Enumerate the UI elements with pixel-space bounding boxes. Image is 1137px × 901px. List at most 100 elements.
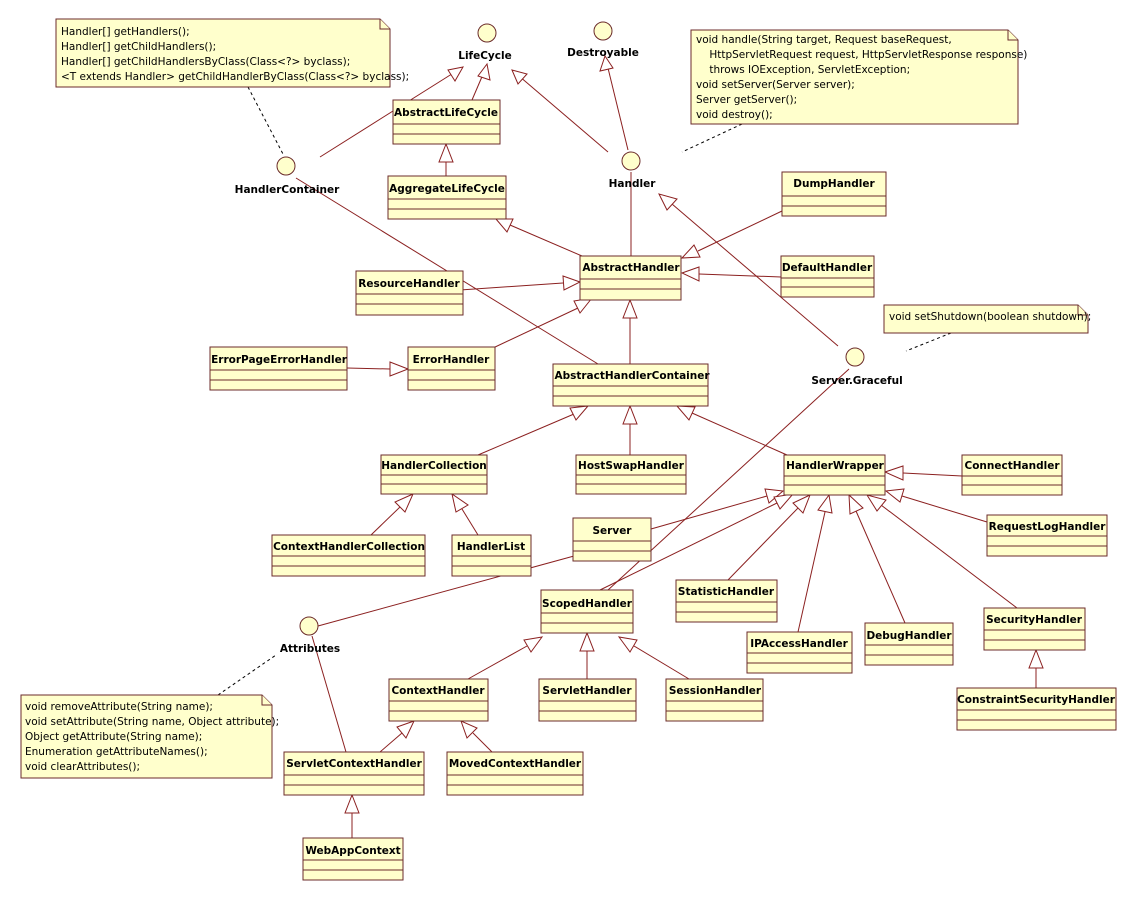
- rel-ipaccess-handlerwrapper: [797, 511, 826, 633]
- arrowhead: [792, 494, 811, 514]
- class-hostswaphandler: HostSwapHandler: [575, 454, 687, 495]
- arrowhead: [865, 494, 887, 512]
- class-name: HandlerCollection: [381, 460, 487, 472]
- rel-abstracthandler-aggregate: [509, 224, 583, 257]
- note-connector-graceful: [905, 332, 952, 352]
- note-line: Object getAttribute(String name);: [25, 731, 202, 743]
- class-name: ConstraintSecurityHandler: [957, 694, 1116, 706]
- class-abstracthandler: AbstractHandler: [579, 255, 682, 301]
- note-line: void setShutdown(boolean shutdown);: [889, 311, 1091, 323]
- arrowhead: [511, 69, 528, 85]
- rel-errorpage-errorhandler: [346, 367, 391, 370]
- class-webappcontext: WebAppContext: [302, 837, 404, 881]
- note-line: Handler[] getChildHandlers();: [61, 41, 216, 53]
- interface-lifecycle: LifeCycle: [458, 23, 512, 62]
- relationships: [295, 54, 1044, 838]
- note-shape: [690, 29, 1019, 125]
- arrowhead: [884, 488, 905, 503]
- interface-label: LifeCycle: [458, 50, 511, 62]
- note-shape: [55, 18, 391, 88]
- class-abstracthandlercontainer: AbstractHandlerContainer: [552, 363, 710, 407]
- rel-handlercollection-container: [477, 413, 575, 456]
- class-statistichandler: StatisticHandler: [675, 579, 778, 623]
- rel-handler-lifecycle: [518, 75, 609, 153]
- interface-label: Destroyable: [567, 47, 639, 59]
- class-name: AbstractLifeCycle: [394, 107, 498, 119]
- note-graceful: void setShutdown(boolean shutdown);: [883, 304, 1091, 334]
- rel-handler-destroyable: [606, 63, 629, 151]
- rel-sessionhandler-scoped: [633, 645, 690, 680]
- class-constraintsecurityhandler: ConstraintSecurityHandler: [956, 687, 1117, 731]
- rel-server-handlerwrapper: [650, 495, 768, 530]
- interface-icon: [593, 21, 613, 41]
- class-movedcontexthandler: MovedContextHandler: [446, 751, 584, 796]
- class-errorhandler: ErrorHandler: [407, 346, 496, 391]
- note-shape: [883, 304, 1089, 334]
- note-line: void handle(String target, Request baseR…: [696, 34, 952, 46]
- rel-contexthandler-scoped: [467, 645, 528, 680]
- class-name: ServletContextHandler: [286, 758, 422, 770]
- rel-contexthandlercollection-handlercollection: [370, 506, 401, 536]
- class-name: DumpHandler: [793, 178, 875, 190]
- class-name: AggregateLifeCycle: [389, 183, 505, 195]
- note-line: void destroy();: [696, 109, 773, 121]
- interface-handlercontainer: HandlerContainer: [235, 156, 340, 196]
- note-line: throws IOException, ServletException;: [696, 64, 910, 76]
- note-fold: [379, 19, 390, 30]
- rel-scoped-handlerwrapper: [599, 502, 778, 591]
- class-name: HandlerWrapper: [786, 460, 885, 472]
- interface-label: Server.Graceful: [811, 375, 902, 387]
- class-name: MovedContextHandler: [449, 758, 582, 770]
- arrowhead: [579, 631, 595, 652]
- rel-server-handler: [671, 203, 839, 347]
- arrowhead: [622, 298, 638, 319]
- rel-handlerlist-handlercollection: [461, 508, 479, 536]
- rel-defaulthandler-abstracthandler: [698, 273, 782, 278]
- arrowhead: [523, 636, 544, 653]
- note-line: <T extends Handler> getChildHandlerByCla…: [61, 71, 409, 83]
- class-name: ServletHandler: [542, 685, 632, 697]
- arrowhead: [658, 193, 678, 211]
- class-requestloghandler: RequestLogHandler: [986, 514, 1108, 557]
- rel-requestlog-handlerwrapper: [901, 495, 988, 523]
- note-line: void setServer(Server server);: [696, 79, 855, 91]
- class-debughandler: DebugHandler: [864, 622, 954, 666]
- class-name: DefaultHandler: [782, 262, 873, 274]
- arrowhead: [569, 405, 590, 421]
- rel-debug-handlerwrapper: [855, 510, 906, 624]
- class-name: DebugHandler: [866, 630, 952, 642]
- note-line: Handler[] getHandlers();: [61, 26, 190, 38]
- class-ipaccesshandler: IPAccessHandler: [746, 631, 853, 674]
- interface-label: Handler: [609, 178, 657, 190]
- arrowhead: [438, 142, 454, 163]
- note-line: void setAttribute(String name, Object at…: [25, 716, 279, 728]
- arrowhead: [675, 405, 696, 421]
- note-line: Enumeration getAttributeNames();: [25, 746, 208, 758]
- rel-resourcehandler-abstracthandler: [459, 282, 564, 291]
- interface-icon: [477, 23, 497, 43]
- rel-handlerwrapper-container: [691, 412, 788, 456]
- class-name: AbstractHandler: [582, 262, 680, 274]
- arrowhead: [562, 275, 582, 291]
- interface-attributes: Attributes: [280, 616, 340, 655]
- arrowhead: [817, 493, 833, 514]
- rel-servletcontext-attributes: [311, 635, 347, 753]
- rel-dumphandler-abstracthandler: [697, 210, 783, 252]
- note-connectors: [217, 86, 952, 696]
- rel-security-handlerwrapper: [880, 504, 1018, 609]
- class-name: ContextHandlerCollection: [273, 541, 425, 553]
- arrowhead: [447, 66, 464, 82]
- note-handler: void handle(String target, Request baseR…: [690, 29, 1027, 125]
- class-abstractlifecycle: AbstractLifeCycle: [392, 99, 501, 145]
- class-name: ScopedHandler: [542, 598, 633, 610]
- interface-icon: [276, 156, 296, 176]
- rel-statistic-handlerwrapper: [727, 507, 799, 581]
- note-handlercontainer: Handler[] getHandlers(); Handler[] getCh…: [55, 18, 409, 88]
- class-name: RequestLogHandler: [989, 521, 1107, 533]
- arrowhead: [477, 62, 491, 81]
- class-server: Server: [572, 517, 652, 562]
- class-name: IPAccessHandler: [750, 638, 848, 650]
- class-scopedhandler: ScopedHandler: [540, 589, 634, 634]
- class-handlerlist: HandlerList: [451, 534, 532, 577]
- class-name: HandlerList: [457, 541, 525, 553]
